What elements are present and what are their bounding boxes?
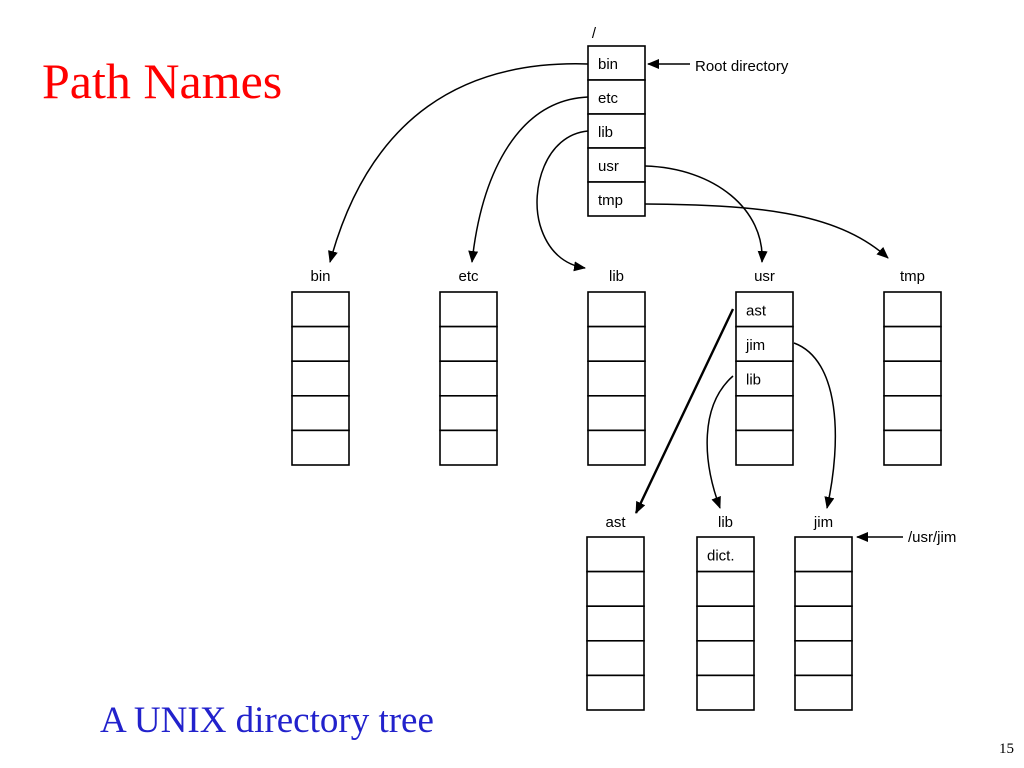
level3-lib-directory: lib dict.	[696, 514, 755, 711]
level2-lib-directory-entry	[587, 429, 646, 466]
level2-etc-directory-label: etc	[458, 268, 479, 285]
level3-jim-directory-entry	[794, 639, 853, 677]
level3-jim-directory-label: jim	[813, 514, 833, 531]
level2-usr-entry-ast-label: ast	[746, 303, 767, 320]
level3-lib-directory-entry	[696, 536, 755, 573]
root-directory-entry	[587, 113, 646, 149]
slide-caption: A UNIX directory tree	[100, 700, 434, 741]
level2-bin-directory: bin	[291, 268, 350, 466]
level3-ast-directory-label: ast	[605, 514, 626, 531]
root-directory-entry	[587, 147, 646, 183]
root-directory: /bin etc lib usr tmp	[587, 25, 646, 217]
level3-ast-directory-entry	[586, 536, 645, 573]
root-directory-annotation: Root directory	[695, 58, 789, 75]
level3-lib-directory-label: lib	[718, 514, 733, 531]
level3-lib-directory-entry	[696, 674, 755, 711]
level2-tmp-directory-entry	[883, 394, 942, 432]
page-number: 15	[999, 741, 1014, 757]
level2-lib-directory-entry	[587, 325, 646, 363]
root-tmp-to-tmp-arrow	[644, 203, 889, 259]
level2-usr-directory-entry	[735, 429, 794, 466]
level3-ast-directory-entry	[586, 570, 645, 607]
level2-etc-directory-entry	[439, 429, 498, 466]
level3-jim-directory-entry	[794, 536, 853, 573]
level2-bin-directory-label: bin	[310, 268, 330, 285]
level2-usr-entry-jim-label: jim	[745, 337, 765, 354]
root-directory-label: /	[592, 25, 597, 42]
level2-tmp-directory-entry	[883, 291, 942, 328]
level2-tmp-directory-entry	[883, 360, 942, 397]
level2-bin-directory-entry	[291, 325, 350, 363]
root-entry-lib-label: lib	[598, 124, 613, 141]
directory-links	[328, 59, 903, 542]
root-entry-bin-label: bin	[598, 56, 618, 73]
slide-title: Path Names	[42, 53, 283, 109]
level2-usr-directory-entry	[735, 360, 794, 397]
level3-ast-directory-entry	[586, 639, 645, 677]
level2-tmp-directory-entry	[883, 429, 942, 466]
usr-jim-to-jim-arrow	[793, 342, 837, 509]
level2-etc-directory-entry	[439, 291, 498, 328]
level3-jim-directory-entry	[794, 570, 853, 607]
root-lib-to-lib-arrow	[536, 130, 589, 272]
level2-usr-entry-lib-label: lib	[746, 372, 761, 389]
root-entry-tmp-label: tmp	[598, 192, 623, 209]
root-entry-etc-label: etc	[598, 90, 619, 107]
level2-tmp-directory-label: tmp	[900, 268, 925, 285]
level2-lib-directory-entry	[587, 394, 646, 432]
level2-etc-directory-entry	[439, 360, 498, 397]
root-bin-to-bin-arrow	[328, 63, 589, 263]
level2-usr-directory: usr ast jim lib	[735, 268, 794, 466]
level3-jim-directory-entry	[794, 674, 853, 711]
level2-lib-directory-entry	[587, 360, 646, 397]
level3-lib-directory-entry	[696, 605, 755, 642]
level3-jim-directory: jim	[794, 514, 853, 711]
usr-jim-path-annotation: /usr/jim	[908, 529, 956, 546]
root-usr-to-usr-arrow	[644, 165, 768, 263]
root-directory-entry	[587, 181, 646, 217]
level2-etc-directory: etc	[439, 268, 498, 466]
level2-lib-directory: lib	[587, 268, 646, 466]
level2-usr-directory-label: usr	[754, 268, 775, 285]
root-entry-usr-label: usr	[598, 158, 619, 175]
level2-bin-directory-entry	[291, 429, 350, 466]
level2-bin-directory-entry	[291, 291, 350, 328]
level3-ast-directory-entry	[586, 605, 645, 642]
level3-lib-directory-entry	[696, 639, 755, 677]
level3-lib-directory-entry	[696, 570, 755, 607]
level2-bin-directory-entry	[291, 394, 350, 432]
level2-lib-directory-label: lib	[609, 268, 624, 285]
level2-tmp-directory-entry	[883, 325, 942, 363]
level2-usr-directory-entry	[735, 394, 794, 432]
level2-etc-directory-entry	[439, 394, 498, 432]
level2-bin-directory-entry	[291, 360, 350, 397]
root-directory-entry	[587, 45, 646, 81]
usr-lib-to-lib-arrow	[706, 375, 734, 509]
usr-ast-to-ast-arrow	[634, 308, 735, 514]
level3-ast-directory-entry	[586, 674, 645, 711]
root-etc-to-etc-arrow	[468, 96, 589, 263]
level2-etc-directory-entry	[439, 325, 498, 363]
level3-lib-entry-dict-label: dict.	[707, 548, 735, 565]
level3-jim-directory-entry	[794, 605, 853, 642]
level2-lib-directory-entry	[587, 291, 646, 328]
level3-ast-directory: ast	[586, 514, 645, 711]
level2-tmp-directory: tmp	[883, 268, 942, 466]
root-directory-entry	[587, 79, 646, 115]
